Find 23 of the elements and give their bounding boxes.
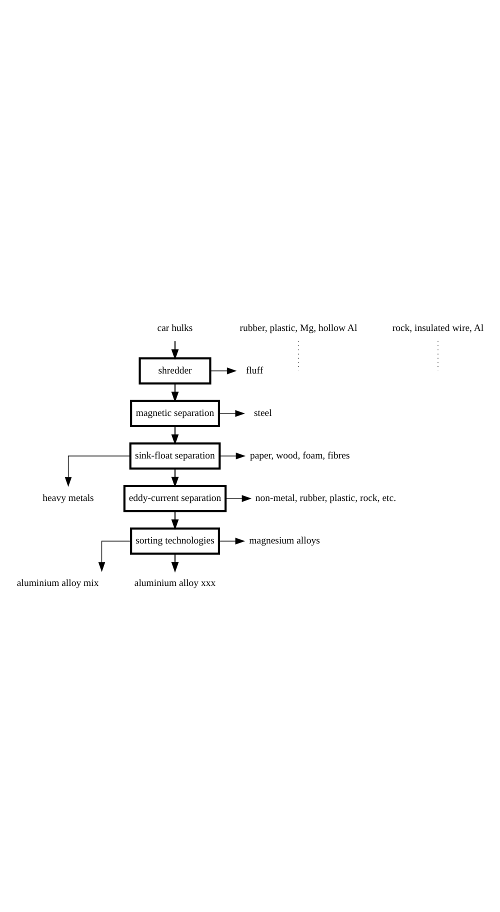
node-text: non-metal, rubber, plastic, rock, etc. <box>255 493 396 504</box>
node-text: paper, wood, foam, fibres <box>250 450 350 462</box>
node-text: magnesium alloys <box>249 536 320 547</box>
arrow <box>218 410 246 417</box>
arrow <box>64 456 130 487</box>
arrow <box>219 452 246 460</box>
arrow <box>218 538 246 545</box>
arrow <box>225 495 252 502</box>
node-text: aluminium alloy mix <box>16 578 99 590</box>
node-text: rock, insulated wire, Al <box>392 322 484 334</box>
node-text: fluff <box>246 365 264 376</box>
node-text: aluminium alloy xxx <box>134 578 216 590</box>
node-box: sorting technologies <box>130 528 220 555</box>
node-text: heavy metals <box>42 493 94 504</box>
node-box: sink-float separation <box>129 442 221 470</box>
node-text: car hulks <box>157 322 193 334</box>
node-box: eddy-current separation <box>123 484 227 512</box>
node-box: shredder <box>138 357 212 384</box>
arrow <box>210 367 237 374</box>
node-box: magnetic separation <box>130 400 220 428</box>
node-text: rubber, plastic, Mg, hollow Al <box>240 322 358 334</box>
node-text: steel <box>254 408 272 420</box>
arrow <box>98 540 132 572</box>
